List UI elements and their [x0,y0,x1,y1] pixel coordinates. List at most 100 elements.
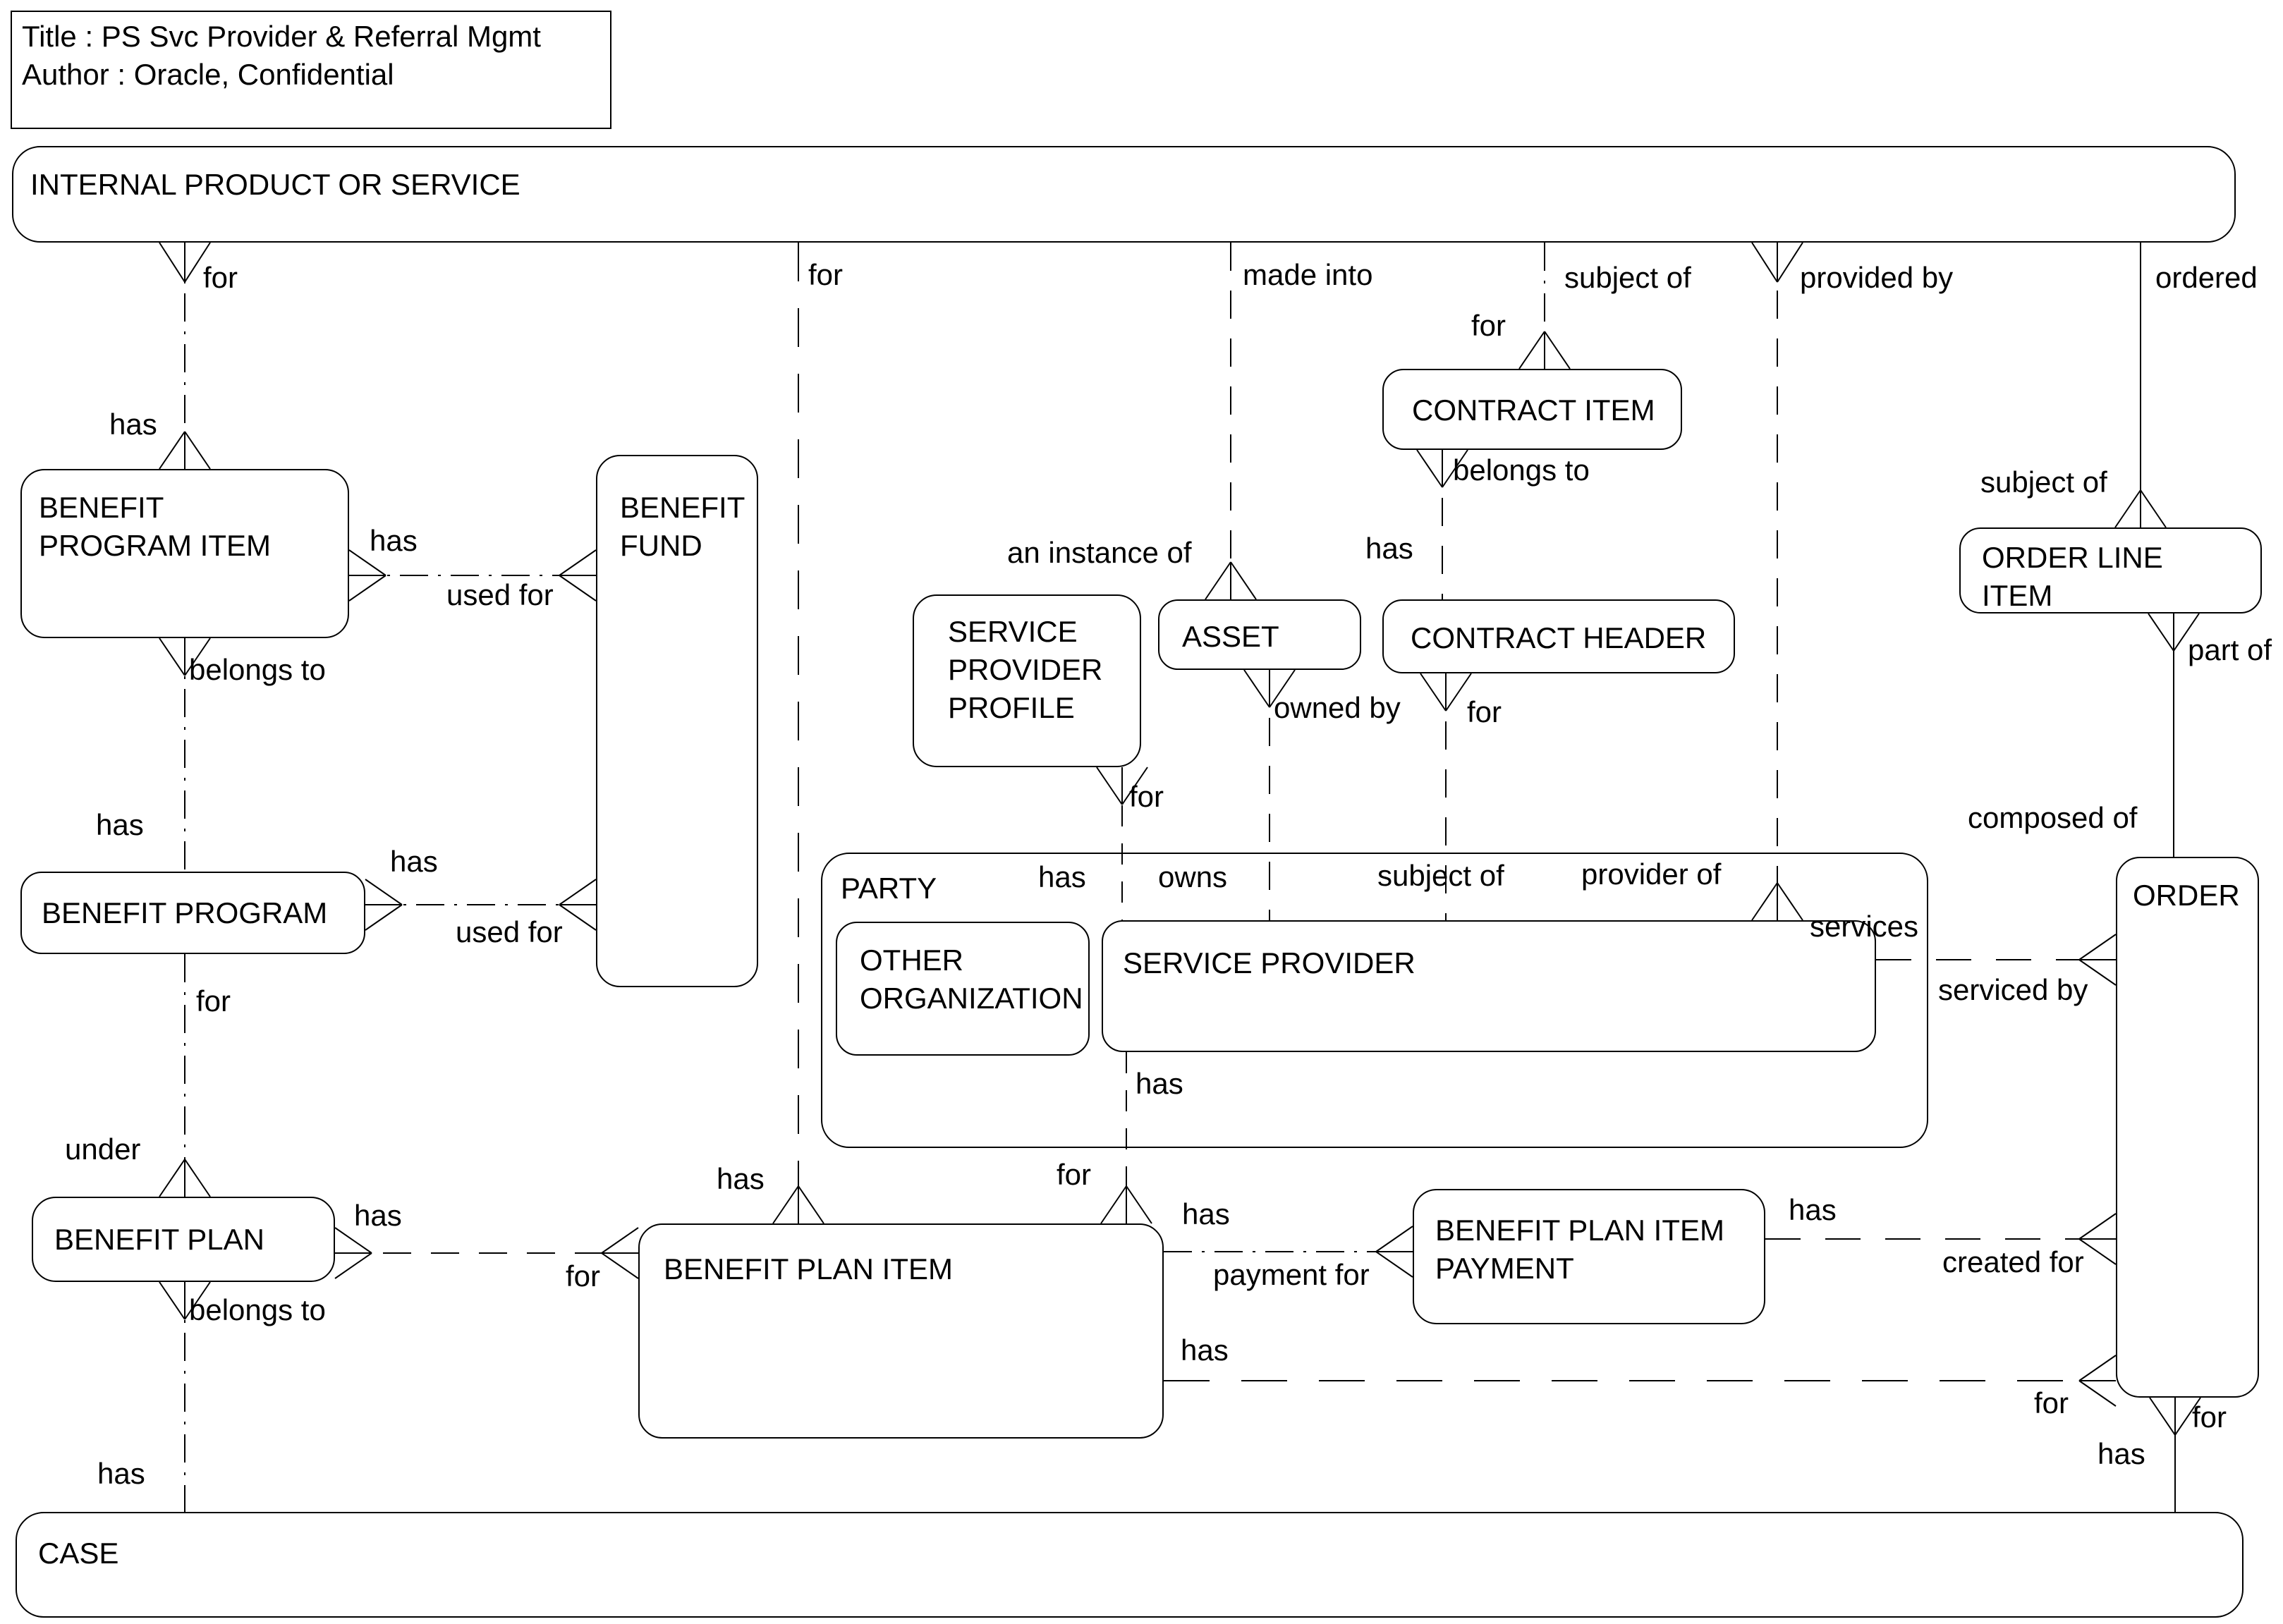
crowfoot-order-bottom [2149,1397,2201,1436]
crowfoot-benefit-plan-item-left [601,1227,639,1279]
entity-order-line-item: ORDER LINE ITEM [1959,527,2262,613]
entity-benefit-plan-item-payment: BENEFIT PLAN ITEM PAYMENT [1413,1189,1765,1324]
rel-label-order-for-bpitem: for [2034,1386,2069,1420]
rel-label-citem-belongs-to: belongs to [1453,453,1590,487]
rel-label-ips-subject-of: subject of [1564,261,1691,294]
entity-order-label: ORDER [2133,879,2240,912]
entity-benefit-fund-label: BENEFIT FUND [620,491,745,562]
rel-label-citem-for: for [1471,309,1506,342]
crowfoot-spp-bottom [1096,767,1148,805]
crowfoot-service-provider-top [1751,882,1803,921]
crowfoot-bpi-bottom [159,637,211,676]
title-block: Title : PS Svc Provider & Referral Mgmt … [11,11,611,129]
entity-contract-header-label: CONTRACT HEADER [1411,621,1707,654]
rel-label-provider-of: provider of [1581,857,1722,891]
crowfoot-benefit-plan-right [334,1227,372,1279]
rel-label-case-has-order: has [2098,1437,2145,1470]
crowfoot-asset-bottom [1243,669,1296,708]
rel-label-chead-has-citem: has [1365,532,1413,565]
crowfoot-bpi-right [348,549,386,602]
rel-label-made-into: made into [1243,258,1373,291]
rel-label-bpitem-for-plan: for [566,1259,601,1293]
rel-label-order-for-case: for [2192,1400,2227,1434]
crowfoot-order-line-item-bottom [2148,613,2200,652]
rel-label-serviced-by: serviced by [1938,973,2088,1006]
entity-benefit-program-item-label: BENEFIT PROGRAM ITEM [39,491,272,562]
rel-label-part-of: part of [2188,633,2272,666]
entity-benefit-plan: BENEFIT PLAN [32,1197,335,1282]
crowfoot-benefit-fund-left-a [559,549,597,602]
rel-label-bpitem-for-party: for [1057,1158,1092,1191]
rel-label-bplan-belongs-to: belongs to [189,1293,326,1326]
rel-label-party-has-bpitem: has [1136,1067,1183,1100]
entity-contract-header: CONTRACT HEADER [1382,599,1735,673]
crowfoot-bpipay-left [1375,1226,1413,1278]
crowfoot-benefit-plan-bottom [159,1281,211,1320]
crowfoot-benefit-plan-item-top-a [772,1185,824,1224]
rel-label-oli-subject-of: subject of [1980,465,2107,499]
crowfoot-ips-bottom-left [159,242,211,283]
rel-label-sp-owns: owns [1158,860,1228,893]
entity-contract-item-label: CONTRACT ITEM [1412,393,1655,427]
entity-benefit-plan-item-label: BENEFIT PLAN ITEM [664,1252,953,1286]
rel-label-chead-for: for [1467,695,1502,728]
rel-label-provided-by: provided by [1800,261,1954,294]
entity-internal-product-or-service: INTERNAL PRODUCT OR SERVICE [12,146,2236,243]
rel-label-bplan-has: has [354,1199,402,1232]
entity-benefit-plan-item-payment-label: BENEFIT PLAN ITEM PAYMENT [1435,1214,1724,1285]
crowfoot-benefit-plan-item-top-b [1100,1185,1152,1224]
entity-contract-item: CONTRACT ITEM [1382,369,1682,450]
rel-label-ips-has-bpitem: has [717,1162,765,1195]
rel-label-order-has-payment: has [1789,1193,1837,1226]
crowfoot-ips-bottom-right [1751,242,1803,283]
entity-party-label: PARTY [841,872,937,905]
crowfoot-order-left-for [2078,1355,2117,1407]
rel-label-sp-subject-of: subject of [1377,859,1504,892]
rel-label-bpi-has-fund: has [370,524,418,557]
entity-benefit-plan-label: BENEFIT PLAN [54,1223,264,1256]
rel-label-ips-bpitem-for: for [808,258,844,291]
entity-order-line-item-label: ORDER LINE ITEM [1982,541,2163,612]
entity-service-provider-profile: SERVICE PROVIDER PROFILE [913,594,1141,767]
rel-label-fund-used-for-program: used for [456,915,563,948]
entity-order: ORDER [2116,857,2259,1398]
crowfoot-benefit-fund-left-b [559,879,597,931]
entity-benefit-program-item: BENEFIT PROGRAM ITEM [20,469,349,638]
rel-label-services: services [1810,910,1919,943]
crowfoot-asset-top [1205,561,1257,600]
rel-label-bprogram-has-fund: has [390,845,438,878]
crowfoot-benefit-program-right [365,879,403,931]
entity-service-provider-label: SERVICE PROVIDER [1123,946,1416,979]
entity-asset-label: ASSET [1182,620,1279,653]
entity-case: CASE [16,1512,2244,1618]
crowfoot-contract-item-top [1518,331,1571,370]
title-block-title: Title : PS Svc Provider & Referral Mgmt [22,20,541,53]
entity-benefit-program: BENEFIT PROGRAM [20,872,365,954]
crowfoot-order-left-serviced [2078,934,2117,986]
entity-benefit-fund: BENEFIT FUND [596,455,758,987]
rel-label-sp-has-spp: has [1038,860,1086,893]
crowfoot-contract-item-bottom [1416,449,1468,488]
rel-label-ordered: ordered [2155,261,2258,294]
entity-other-organization-label: OTHER ORGANIZATION [860,944,1083,1015]
rel-label-under: under [65,1132,141,1166]
entity-other-organization: OTHER ORGANIZATION [836,922,1090,1056]
crowfoot-order-left-created [2078,1213,2117,1265]
entity-service-provider-profile-label: SERVICE PROVIDER PROFILE [948,615,1103,724]
entity-internal-product-or-service-label: INTERNAL PRODUCT OR SERVICE [30,168,520,201]
entity-case-label: CASE [38,1537,119,1570]
crowfoot-order-line-item-top [2114,489,2167,528]
entity-service-provider: SERVICE PROVIDER [1102,920,1876,1052]
rel-label-payment-for: payment for [1213,1258,1370,1291]
rel-label-bpi-belongs-to: belongs to [189,653,326,686]
rel-label-ips-bprogram-for: for [203,261,238,294]
entity-asset: ASSET [1158,599,1361,670]
rel-label-fund-used-for-bpi: used for [446,578,554,611]
rel-label-bprogram-for: for [196,984,231,1018]
rel-label-owned-by: owned by [1274,691,1401,724]
entity-party: PARTY [821,853,1928,1148]
rel-label-bpitem-has-payment: has [1182,1197,1230,1231]
rel-label-composed-of: composed of [1968,801,2138,834]
